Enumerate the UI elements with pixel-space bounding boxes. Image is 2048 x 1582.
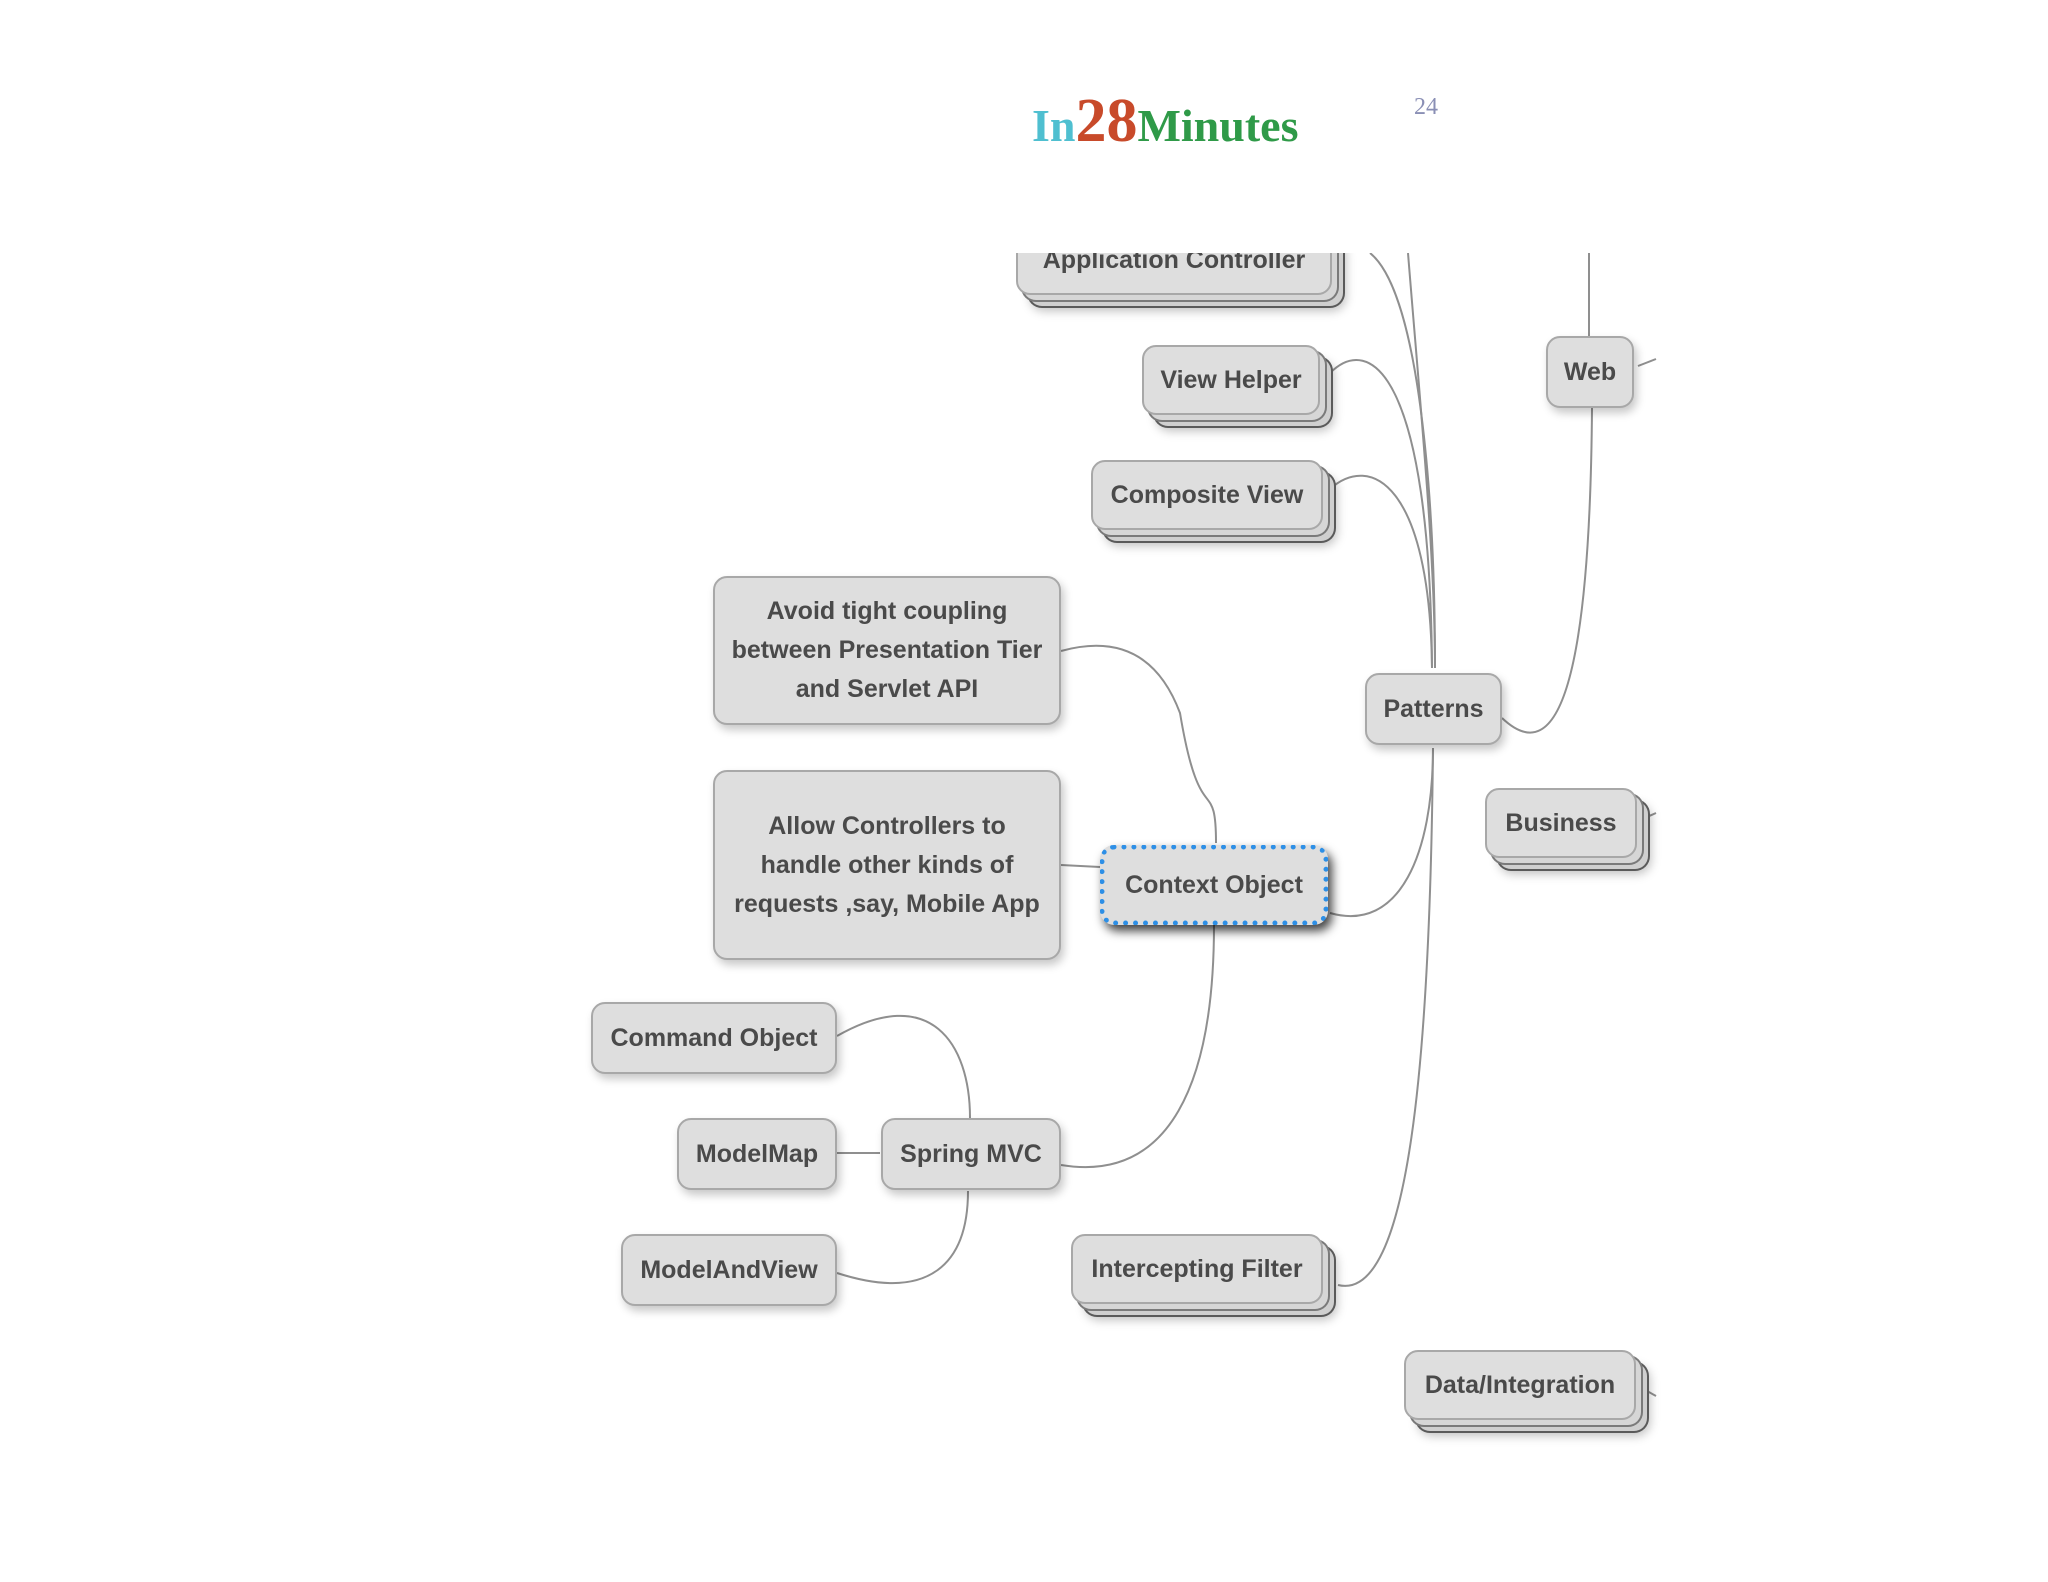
- node-label: Patterns: [1383, 694, 1484, 723]
- node-label: Composite View: [1110, 480, 1304, 509]
- node-allow-controllers[interactable]: Allow Controllers to handle other kinds …: [713, 770, 1061, 960]
- node-context-object[interactable]: Context Object: [1100, 845, 1328, 925]
- node-label: Allow Controllers to handle other kinds …: [734, 811, 1040, 918]
- in28minutes-logo: In28Minutes: [1032, 86, 1299, 155]
- node-command-object[interactable]: Command Object: [591, 1002, 837, 1074]
- node-modelandview[interactable]: ModelAndView: [621, 1234, 837, 1306]
- node-data-integration[interactable]: Data/Integration: [1404, 1350, 1636, 1420]
- connector-patterns-web: [1501, 407, 1593, 734]
- node-label: Web: [1563, 357, 1617, 386]
- node-spring-mvc[interactable]: Spring MVC: [881, 1118, 1061, 1190]
- connector-web-right: [1637, 358, 1657, 367]
- connector-context-spring: [1060, 924, 1215, 1168]
- connector-patterns-context: [1329, 747, 1434, 918]
- node-label: ModelMap: [695, 1139, 819, 1168]
- connector-composite-view: [1329, 474, 1433, 669]
- node-intercepting-filter[interactable]: Intercepting Filter: [1071, 1234, 1323, 1304]
- node-label: ModelAndView: [640, 1255, 818, 1284]
- page-number: 24: [1414, 94, 1438, 120]
- node-label: Application Controller: [1042, 253, 1306, 274]
- node-patterns[interactable]: Patterns: [1365, 673, 1502, 745]
- connector-patterns-filter: [1337, 747, 1434, 1287]
- logo-text-minutes: Minutes: [1137, 100, 1299, 151]
- node-business[interactable]: Business: [1485, 788, 1637, 858]
- connector-business-right: [1637, 812, 1657, 822]
- connector-context-avoid: [1060, 644, 1217, 844]
- logo-text-in: In: [1032, 100, 1076, 151]
- node-label: Context Object: [1125, 870, 1303, 899]
- node-modelmap[interactable]: ModelMap: [677, 1118, 837, 1190]
- logo-text-28: 28: [1075, 87, 1138, 155]
- node-label: Intercepting Filter: [1091, 1254, 1303, 1283]
- node-view-helper[interactable]: View Helper: [1142, 345, 1320, 415]
- connector-view-helper: [1329, 359, 1433, 669]
- node-avoid-tight-coupling[interactable]: Avoid tight coupling between Presentatio…: [713, 576, 1061, 725]
- node-application-controller[interactable]: Application Controller: [1016, 253, 1332, 295]
- node-label: Command Object: [610, 1023, 818, 1052]
- connector-spring-modelandview: [836, 1190, 969, 1284]
- node-label: Data/Integration: [1424, 1370, 1616, 1399]
- node-web[interactable]: Web: [1546, 336, 1634, 408]
- connector-context-allow: [1060, 864, 1101, 868]
- node-label: Spring MVC: [900, 1139, 1042, 1168]
- node-label: Avoid tight coupling between Presentatio…: [731, 597, 1043, 703]
- connector-trunk: [1407, 253, 1436, 669]
- connector-spring-command: [836, 1014, 971, 1119]
- connector-lines: [836, 253, 1657, 1397]
- mind-map-diagram: Application Controller View Helper Compo…: [0, 253, 2048, 1582]
- connector-data-right: [1637, 1385, 1657, 1397]
- node-label: View Helper: [1160, 365, 1302, 394]
- node-label: Business: [1505, 808, 1617, 837]
- node-composite-view[interactable]: Composite View: [1091, 460, 1323, 530]
